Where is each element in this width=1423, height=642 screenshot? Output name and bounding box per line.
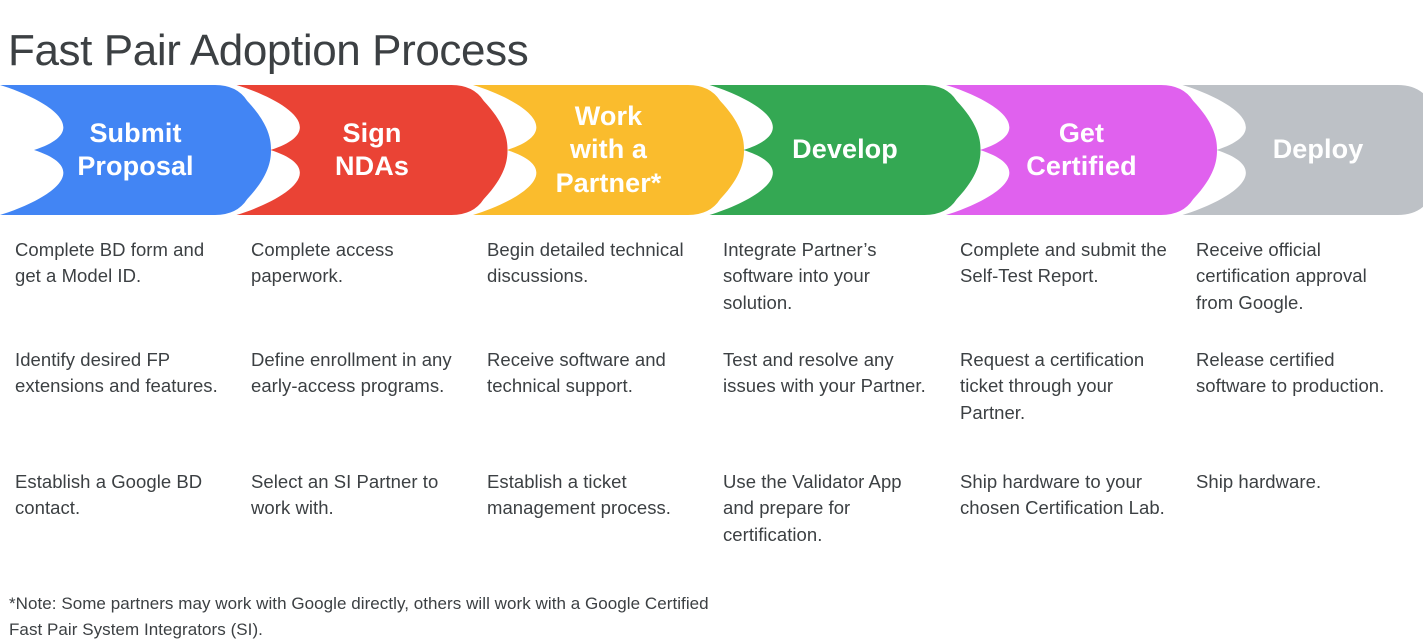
stage-bullet: Ship hardware to your chosen Certificati… (960, 469, 1172, 522)
stage-chevron-develop[interactable] (710, 85, 981, 215)
stage-bullet: Establish a ticket management process. (487, 469, 699, 522)
stage-bullet: Identify desired FP extensions and featu… (15, 347, 227, 400)
stage-detail-columns: Complete BD form and get a Model ID. Iden… (0, 237, 1423, 557)
stage-chevron-get-certified[interactable] (946, 85, 1217, 215)
stage-chevron-sign-ndas[interactable] (237, 85, 508, 215)
stage-bullet: Complete and submit the Self-Test Report… (960, 237, 1172, 290)
stage-bullet: Integrate Partner’s software into your s… (723, 237, 935, 316)
stage-bullet: Test and resolve any issues with your Pa… (723, 347, 935, 400)
stage-chevron-submit-proposal[interactable] (0, 85, 271, 215)
footnote-note: *Note: Some partners may work with Googl… (9, 591, 709, 642)
stage-chevron-deploy[interactable] (1183, 85, 1423, 215)
stage-bullet: Ship hardware. (1196, 469, 1408, 495)
stage-bullet: Complete BD form and get a Model ID. (15, 237, 227, 290)
process-chevrons (0, 85, 1423, 215)
stage-bullet: Release certified software to production… (1196, 347, 1408, 400)
stage-chevron-work-with-a-partner[interactable] (473, 85, 744, 215)
stage-bullet: Receive software and technical support. (487, 347, 699, 400)
page-title: Fast Pair Adoption Process (8, 25, 528, 78)
stage-bullet: Select an SI Partner to work with. (251, 469, 463, 522)
stage-bullet: Request a certification ticket through y… (960, 347, 1172, 426)
stage-bullet: Complete access paperwork. (251, 237, 463, 290)
stage-bullet: Establish a Google BD contact. (15, 469, 227, 522)
stage-bullet: Use the Validator App and prepare for ce… (723, 469, 935, 548)
stage-bullet: Define enrollment in any early-access pr… (251, 347, 463, 400)
stage-bullet: Receive official certification approval … (1196, 237, 1408, 316)
stage-bullet: Begin detailed technical discussions. (487, 237, 699, 290)
